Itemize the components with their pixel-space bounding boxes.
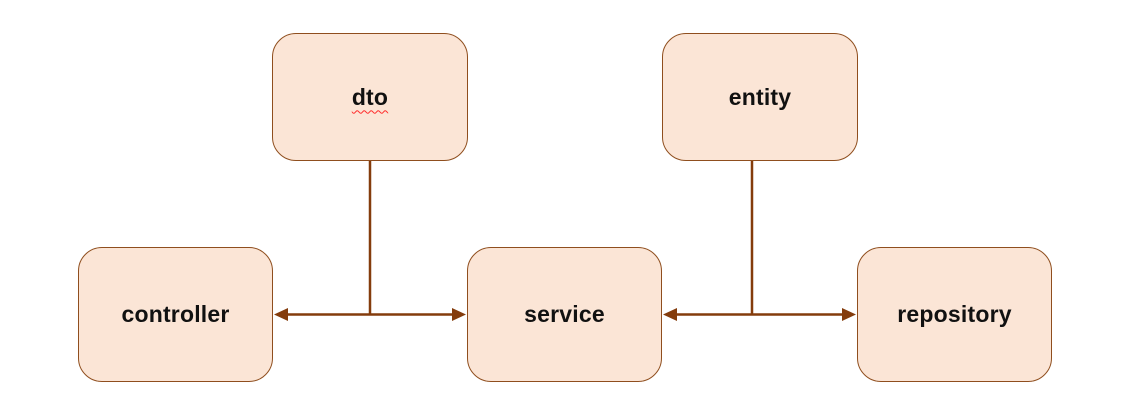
node-entity: entity: [662, 33, 858, 161]
node-controller: controller: [78, 247, 273, 382]
node-repository: repository: [857, 247, 1052, 382]
edge-controller-service: [274, 308, 466, 321]
node-dto-label: dto: [351, 83, 389, 110]
node-dto: dto: [272, 33, 468, 161]
node-entity-label: entity: [728, 83, 792, 110]
node-service: service: [467, 247, 662, 382]
arrowhead-left-icon: [274, 308, 288, 321]
node-repository-label: repository: [897, 301, 1012, 327]
edge-service-repository: [663, 308, 856, 321]
arrowhead-right-icon: [452, 308, 466, 321]
node-controller-label: controller: [121, 301, 230, 327]
node-service-label: service: [524, 301, 605, 327]
arrowhead-right-icon: [842, 308, 856, 321]
arrowhead-left-icon: [663, 308, 677, 321]
